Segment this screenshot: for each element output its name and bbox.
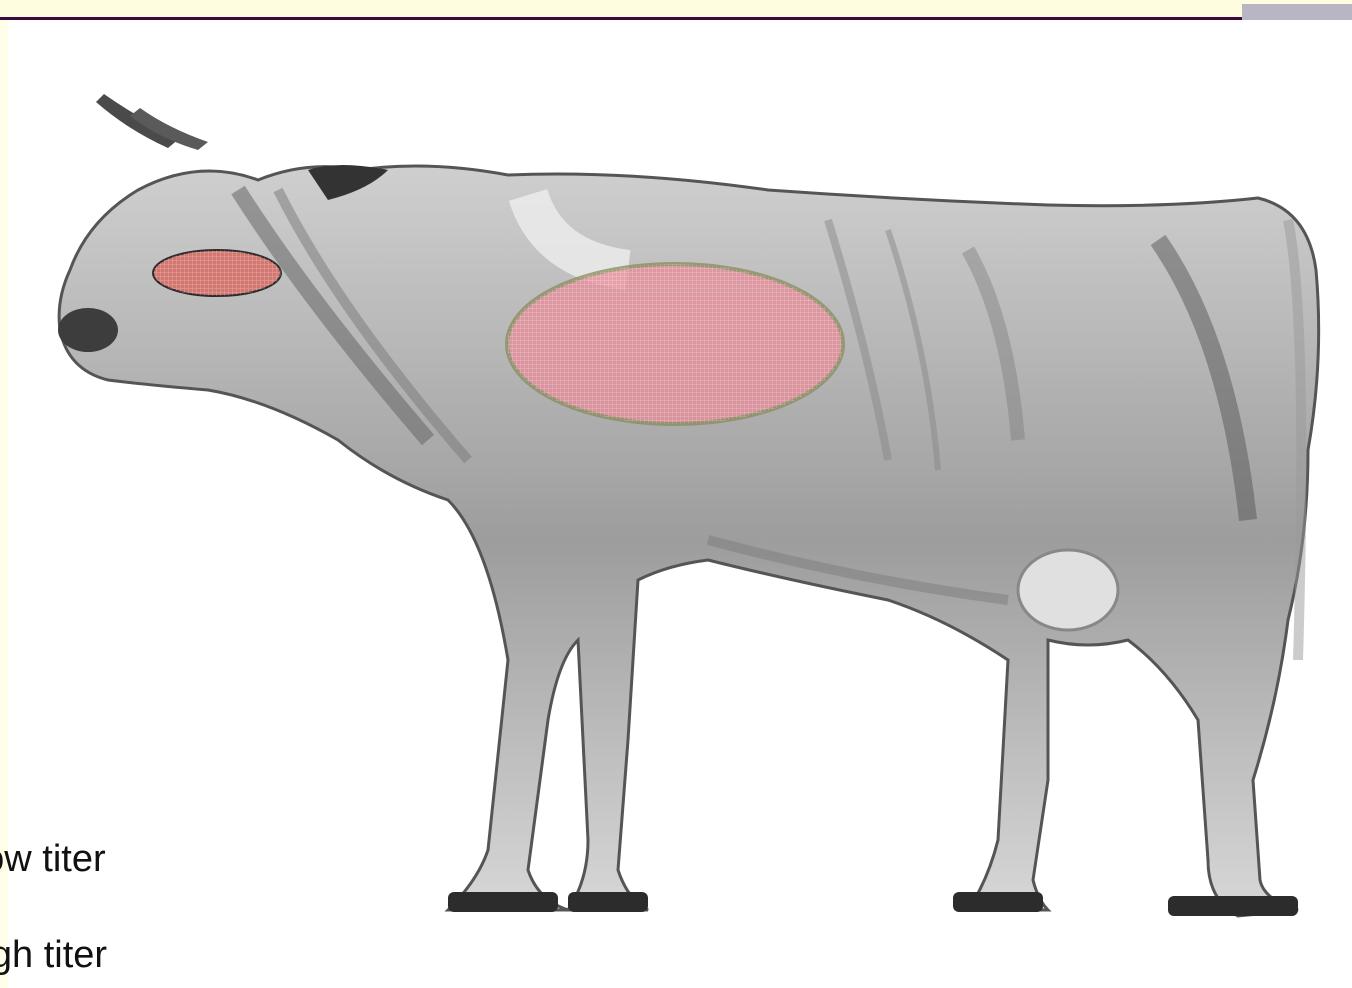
slide-top-band: [0, 0, 1352, 17]
low-titer-marker: [153, 250, 281, 296]
corner-tab: [1242, 4, 1352, 20]
legend-low-titer: Low titer: [0, 838, 110, 881]
horns: [96, 94, 208, 150]
legend-high-titer: High titer: [0, 934, 130, 977]
cow-sketch-svg: [8, 20, 1352, 988]
cow-illustration: [8, 20, 1352, 988]
high-titer-marker: [507, 264, 843, 424]
